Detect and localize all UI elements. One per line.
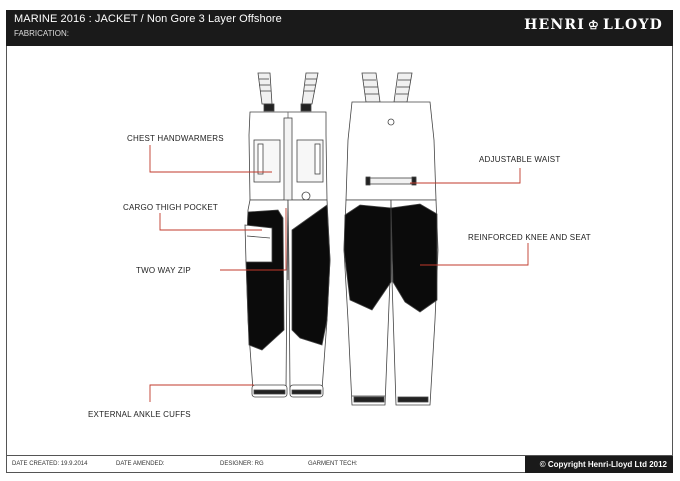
callout-cargo-thigh-pocket: CARGO THIGH POCKET <box>123 203 219 212</box>
callout-line-waist <box>410 168 521 184</box>
spec-sheet <box>6 10 673 473</box>
logo-word-right: LLOYD <box>602 17 663 33</box>
page-title: MARINE 2016 : JACKET / Non Gore 3 Layer … <box>14 13 282 25</box>
callout-line-ankle <box>149 384 254 402</box>
callout-lines <box>149 145 529 402</box>
date-created: DATE CREATED: 19.9.2014 <box>12 461 88 467</box>
brand-logo: HENRI♔LLOYD <box>524 17 663 33</box>
designer: DESIGNER: RG <box>220 461 264 467</box>
back-left-brace <box>361 72 381 103</box>
callout-adjustable-waist: ADJUSTABLE WAIST <box>479 155 561 164</box>
logo-word-left: HENRI <box>524 17 585 33</box>
back-bib <box>345 101 437 201</box>
back-logo-badge <box>387 118 395 126</box>
front-logo-badge <box>301 191 311 201</box>
header-bar: MARINE 2016 : JACKET / Non Gore 3 Layer … <box>6 10 673 46</box>
callout-two-way-zip: TWO WAY ZIP <box>136 266 191 275</box>
copyright: © Copyright Henri-Lloyd Ltd 2012 <box>525 456 673 473</box>
back-right-seat-panel <box>390 203 438 313</box>
back-ankle-tab-left <box>353 396 385 403</box>
callout-line-cargo <box>159 213 262 231</box>
front-view <box>244 72 331 398</box>
callout-line-knee <box>420 243 529 266</box>
callout-line-zip <box>220 208 287 271</box>
back-left-seat-panel <box>343 204 392 311</box>
callout-reinforced-knee-seat: REINFORCED KNEE AND SEAT <box>468 233 591 242</box>
callout-chest-handwarmers: CHEST HANDWARMERS <box>127 134 224 143</box>
back-view <box>343 72 439 406</box>
fabrication-label: FABRICATION: <box>14 29 69 38</box>
front-right-brace <box>301 72 319 105</box>
crown-icon: ♔ <box>588 18 600 32</box>
front-buckle-right <box>300 103 312 112</box>
front-right-knee-panel <box>291 204 331 346</box>
front-left-brace <box>257 72 273 105</box>
date-amended: DATE AMENDED: <box>116 461 165 467</box>
back-right-brace <box>393 72 413 103</box>
waist-strap <box>365 177 417 185</box>
callout-external-ankle-cuffs: EXTERNAL ANKLE CUFFS <box>88 410 191 419</box>
footer-bar: DATE CREATED: 19.9.2014 DATE AMENDED: DE… <box>6 455 673 473</box>
back-ankle-tab-right <box>397 396 429 403</box>
cargo-thigh-pocket <box>244 224 273 263</box>
garment-tech: GARMENT TECH: <box>308 461 358 467</box>
callout-line-chest <box>149 145 272 173</box>
front-buckle-left <box>263 103 275 112</box>
